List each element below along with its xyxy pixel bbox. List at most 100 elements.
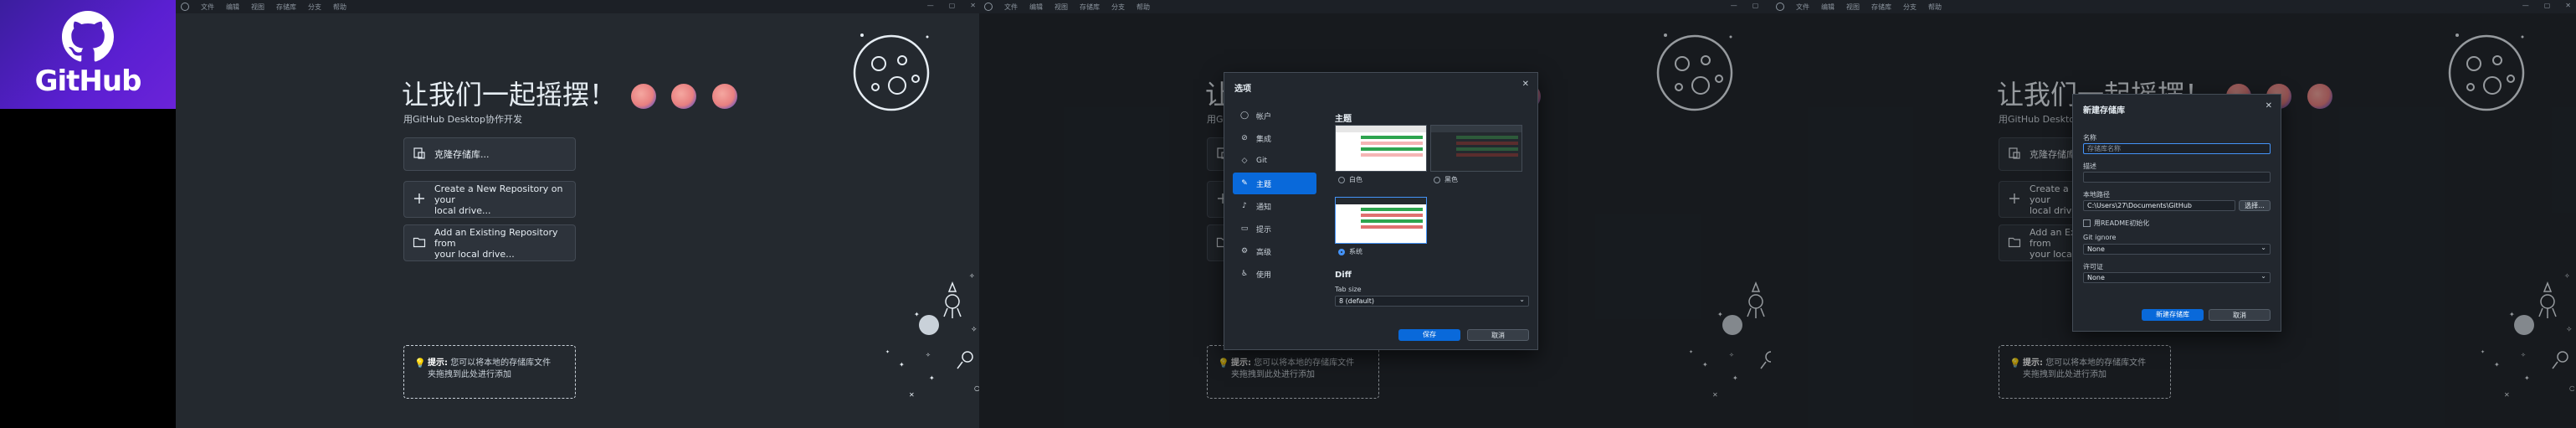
license-select[interactable]: None [2083,272,2271,283]
create-label: Create a New Repository on your [434,183,563,205]
menu-item-4[interactable]: 分支 [1111,3,1125,11]
sidebar-item-7[interactable]: ♿ 使用 [1233,263,1316,285]
close-icon[interactable]: ✕ [1521,80,1529,89]
sidebar-item-5[interactable]: ▭ 提示 [1233,218,1316,240]
local-path-input[interactable]: C:\Users\27\Documents\GitHub [2083,200,2235,211]
gitignore-select[interactable]: None [2083,244,2271,255]
party-emoji-icon [711,84,737,109]
comment-icon: ▭ [1240,224,1249,233]
svg-text:○: ○ [974,384,979,392]
svg-text:✦: ✦ [2481,349,2485,355]
sidebar-item-0[interactable]: ◯帐户 [1233,105,1316,126]
menu-item-5[interactable]: 帮助 [1928,3,1942,11]
theme-radio[interactable] [1434,176,1440,183]
gear-icon: ⚙ [1240,247,1249,255]
menu-item-1[interactable]: 编辑 [1821,3,1835,11]
tip-prefix: 提示: [428,358,448,368]
theme-radio[interactable] [1338,248,1345,255]
readme-checkbox-row[interactable]: 用README初始化 [2083,219,2149,228]
minimize-icon[interactable]: — [1730,2,1737,9]
close-window-icon[interactable]: ✕ [970,2,976,9]
sidebar-item-1[interactable]: ⊘集成 [1233,127,1316,149]
theme-option-1[interactable]: 黑色 [1434,175,1458,184]
svg-text:✧: ✧ [2521,352,2526,358]
dialog-title: 选项 [1234,85,1251,94]
menu-item-1[interactable]: 编辑 [1029,3,1043,11]
menu-item-3[interactable]: 存储库 [1080,3,1100,11]
theme-preview-0[interactable] [1335,125,1427,172]
sidebar-item-4[interactable]: ♪通知 [1233,195,1316,217]
svg-text:✦: ✦ [1732,374,1738,382]
svg-text:✦: ✦ [1689,349,1693,355]
svg-text:✦: ✦ [2494,361,2500,369]
sidebar-item-2[interactable]: ◇Git [1233,150,1316,172]
options-sidebar: ◯帐户⊘集成◇Git✎主题♪通知 ▭ 提示 ⚙高级 ♿ 使用 [1233,105,1316,286]
theme-option-0[interactable]: 白色 [1338,175,1362,184]
svg-text:✦: ✦ [1702,361,1708,369]
welcome-panel: 让我们一起摇摆！ 用GitHub Desktop协作开发 克隆存储库... Cr… [176,13,981,428]
app-icon [181,3,189,11]
svg-text:✧: ✧ [971,326,978,334]
create-label-2: local drive... [434,204,491,216]
welcome-subtitle: 用GitHub Desktop协作开发 [403,114,522,125]
theme-preview-2[interactable] [1335,197,1427,244]
menu-item-0[interactable]: 文件 [201,3,214,11]
menu-item-4[interactable]: 分支 [308,3,321,11]
minimize-icon[interactable]: — [2522,2,2529,9]
sidebar-item-6[interactable]: ⚙高级 [1233,240,1316,262]
readme-checkbox[interactable] [2083,219,2091,227]
sidebar-item-label: 提示 [1256,225,1272,235]
cancel-button[interactable]: 取消 [2209,309,2271,321]
menu-item-5[interactable]: 帮助 [1137,3,1150,11]
dialog-title: 新建存储库 [2083,106,2125,116]
create-repository-button[interactable]: 新建存储库 [2142,309,2204,321]
sidebar-item-label: 帐户 [1256,112,1272,121]
maximize-icon[interactable]: ▢ [948,2,956,9]
clone-label: 克隆存储库... [2029,148,2085,160]
menu-item-0[interactable]: 文件 [1796,3,1809,11]
lightbulb-icon: 💡 [414,358,426,369]
tab-size-select[interactable]: 8 (default) [1335,296,1529,307]
clone-icon [413,147,434,162]
sidebar-item-3[interactable]: ✎主题 [1233,173,1316,194]
theme-radio[interactable] [1338,176,1345,183]
name-label: 名称 [2083,134,2096,142]
theme-preview-1[interactable] [1430,125,1522,172]
moon-illustration [1649,27,1741,122]
menu-item-1[interactable]: 编辑 [226,3,239,11]
maximize-icon[interactable]: ▢ [2543,2,2551,9]
sidebar-item-label: 使用 [1256,271,1272,280]
tip-prefix: 提示: [2023,358,2043,368]
sidebar-item-label: 通知 [1256,203,1272,212]
menu-item-2[interactable]: 视图 [1055,3,1068,11]
menu-item-0[interactable]: 文件 [1004,3,1018,11]
theme-label: 系统 [1349,248,1362,255]
accessibility-icon: ♿ [1240,270,1249,278]
save-button[interactable]: 保存 [1398,329,1460,341]
license-label: 许可证 [2083,263,2103,271]
folder-icon [413,235,434,251]
github-logo: GitHub [0,0,176,109]
name-input[interactable]: 存储库名称 [2083,143,2271,154]
title-bar: 文件 编辑 视图 存储库 分支 帮助 — ▢ ✕ [176,0,981,13]
theme-option-2[interactable]: 系统 [1338,247,1362,256]
choose-path-button[interactable]: 选择... [2239,200,2271,211]
cancel-button[interactable]: 取消 [1467,329,1529,341]
svg-text:✦: ✦ [2509,311,2515,318]
close-window-icon[interactable]: ✕ [2565,2,2571,9]
description-input[interactable] [2083,172,2271,183]
theme-label: 白色 [1349,176,1362,183]
maximize-icon[interactable]: ▢ [1752,2,1759,9]
menu-item-5[interactable]: 帮助 [333,3,346,11]
menu-item-3[interactable]: 存储库 [276,3,296,11]
close-icon[interactable]: ✕ [2265,101,2272,111]
menu-item-2[interactable]: 视图 [1846,3,1860,11]
menu-item-4[interactable]: 分支 [1903,3,1917,11]
clone-icon [2008,147,2029,162]
menu-item-3[interactable]: 存储库 [1871,3,1891,11]
clone-repository-button[interactable]: 克隆存储库... [403,137,576,171]
menu-item-2[interactable]: 视图 [251,3,264,11]
minimize-icon[interactable]: — [926,2,934,9]
